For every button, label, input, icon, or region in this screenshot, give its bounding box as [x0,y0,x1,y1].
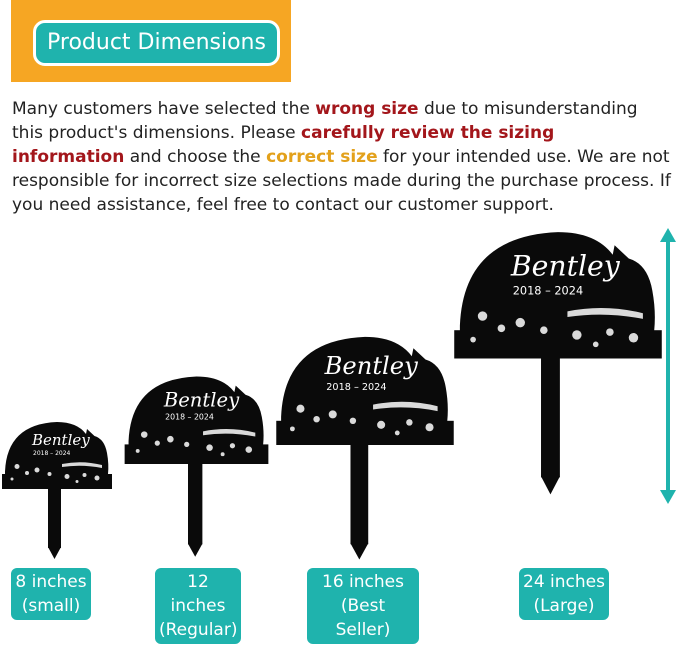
plaque-name: Bentley [510,249,621,282]
size-value: 16 inches [322,572,404,592]
size-value: 12 inches [170,572,226,616]
height-arrow-icon [660,228,676,504]
memorial-stake-best-seller: Bentley 2018 – 2024 [276,336,454,560]
size-note: (Best Seller) [335,596,391,640]
highlight-review-sizing: carefully review the sizing information [12,123,555,167]
plaque-name: Bentley [324,352,418,380]
highlight-correct-size: correct size [266,147,378,167]
highlight-wrong-size: wrong size [315,99,419,119]
size-note: (small) [21,596,81,616]
page-title: Product Dimensions [33,20,280,66]
size-label-regular: 12 inches (Regular) [153,566,243,646]
size-label-best-seller: 16 inches (Best Seller) [305,566,421,646]
plaque-dates: 2018 – 2024 [165,413,214,422]
size-note: (Regular) [159,620,238,640]
size-label-large: 24 inches (Large) [517,566,611,622]
plaque-dates: 2018 – 2024 [326,382,386,393]
plaque-name: Bentley [31,431,90,449]
description-text-3: and choose the [124,147,267,167]
description-text-1: Many customers have selected the [12,99,316,119]
memorial-stake-regular: Bentley 2018 – 2024 [124,376,269,557]
size-label-small: 8 inches (small) [9,566,93,622]
description-text-2: due to misunderstanding this product's d… [12,99,638,143]
size-value: 8 inches [15,572,87,592]
size-value: 24 inches [523,572,605,592]
plaque-dates: 2018 – 2024 [33,450,71,457]
plaque-dates: 2018 – 2024 [513,283,583,297]
size-note: (Large) [533,596,595,616]
memorial-stake-large: Bentley 2018 – 2024 [454,232,662,495]
description-text-4: for your intended use. We are not respon… [12,147,671,215]
plaque-name: Bentley [163,389,240,412]
memorial-stake-small: Bentley 2018 – 2024 [2,422,112,559]
description-paragraph: Many customers have selected the wrong s… [12,97,672,217]
